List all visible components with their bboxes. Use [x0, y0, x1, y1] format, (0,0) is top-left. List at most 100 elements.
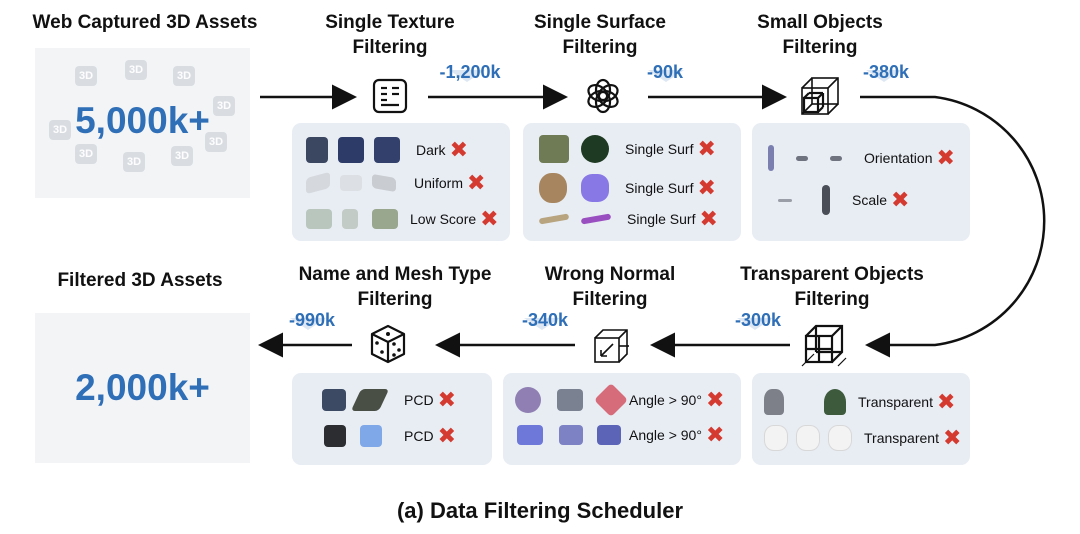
- single-surf-thumb: [580, 213, 612, 225]
- small-title-line2: Filtering: [782, 37, 858, 58]
- tile-3d: 3D: [49, 120, 71, 140]
- small-title-line1: Small Objects: [757, 12, 883, 33]
- texture-title-line1: Single Texture: [325, 12, 455, 33]
- transparent-filter-title: Transparent Objects Filtering: [712, 262, 952, 312]
- single-surf-thumb: [581, 135, 609, 163]
- reason-label: Orientation: [864, 150, 933, 166]
- transparent-title-line1: Transparent Objects: [740, 264, 924, 285]
- single-surf-thumb: [538, 213, 570, 225]
- panel-row: Orientation ✖: [768, 145, 955, 171]
- reason-label: Angle > 90°: [629, 427, 702, 443]
- mesh-title-line2: Filtering: [357, 289, 433, 310]
- uniform-thumb: [340, 175, 362, 191]
- normal-filter-title: Wrong Normal Filtering: [520, 262, 700, 312]
- web-assets-count: 5,000k+: [75, 100, 210, 141]
- reject-icon: ✖: [480, 206, 499, 231]
- transparent-delta: -300k: [734, 310, 782, 330]
- normal-delta: -340k: [521, 310, 569, 330]
- reason-label: PCD: [404, 392, 434, 408]
- dark-thumb: [306, 137, 328, 163]
- tile-3d: 3D: [213, 96, 235, 116]
- texture-panel: Dark ✖ Uniform ✖ Low Score ✖: [292, 123, 510, 241]
- delta-chevron: [290, 318, 326, 330]
- pcd-thumb: [360, 425, 382, 447]
- reason-label: Uniform: [414, 175, 464, 191]
- tile-3d: 3D: [205, 132, 227, 152]
- reason-label: Scale: [852, 192, 888, 208]
- transparent-thumb: [796, 425, 820, 451]
- delta-chevron: [737, 318, 773, 330]
- normal-thumb: [557, 389, 583, 411]
- normal-thumb: [559, 425, 583, 445]
- scale-thumb: [822, 185, 830, 215]
- arrow-small-to-transparent: [860, 95, 1046, 358]
- reject-icon: ✖: [437, 423, 456, 448]
- reason-label: Single Surf: [625, 180, 694, 196]
- panel-row: Scale ✖: [778, 185, 909, 215]
- small-delta: -380k: [862, 62, 910, 82]
- transparent-cube-icon: [801, 324, 847, 367]
- reason-label: Dark: [416, 142, 446, 158]
- lowscore-thumb: [306, 209, 332, 229]
- panel-row: Angle > 90° ✖: [515, 383, 724, 417]
- delta-chevron: [648, 70, 684, 82]
- panel-row: PCD ✖: [322, 389, 456, 411]
- single-surf-thumb: [581, 174, 609, 202]
- tile-3d: 3D: [173, 66, 195, 86]
- reject-icon: ✖: [437, 387, 456, 412]
- reject-icon: ✖: [697, 175, 716, 200]
- transparent-panel: Transparent ✖ Transparent ✖: [752, 373, 970, 465]
- reason-label: Transparent: [858, 394, 933, 410]
- dice-icon: [370, 324, 406, 364]
- transparent-thumb: [824, 389, 846, 415]
- reject-icon: ✖: [697, 136, 716, 161]
- tile-3d: 3D: [125, 60, 147, 80]
- lowscore-thumb: [342, 209, 358, 229]
- surface-delta: -90k: [646, 62, 684, 82]
- texture-grid-icon: [372, 78, 408, 114]
- reject-icon: ✖: [467, 170, 486, 195]
- normal-title-line2: Filtering: [572, 289, 648, 310]
- texture-filter-title: Single Texture Filtering: [300, 10, 480, 60]
- mesh-delta: -990k: [288, 310, 336, 330]
- web-assets-box: 3D 3D 3D 3D 3D 3D 3D 3D 3D 5,000k+: [35, 48, 250, 198]
- tile-3d: 3D: [75, 66, 97, 86]
- normal-title-line1: Wrong Normal: [544, 264, 676, 285]
- transparent-thumb: [764, 425, 788, 451]
- reject-icon: ✖: [942, 425, 962, 450]
- dark-thumb: [374, 137, 400, 163]
- panel-row: Transparent ✖: [764, 389, 955, 415]
- reject-icon: ✖: [449, 137, 468, 162]
- orientation-thumb: [830, 155, 842, 161]
- reason-label: Transparent: [864, 430, 939, 446]
- mesh-title-line1: Name and Mesh Type: [298, 264, 492, 285]
- panel-row: Uniform ✖: [306, 170, 486, 195]
- texture-delta: -1,200k: [439, 62, 501, 82]
- tile-3d: 3D: [75, 144, 97, 164]
- reject-icon: ✖: [936, 145, 955, 170]
- delta-chevron: [449, 70, 485, 82]
- delta-chevron: [866, 70, 902, 82]
- uniform-thumb: [372, 173, 396, 193]
- dark-thumb: [338, 137, 364, 163]
- filtered-assets-title: Filtered 3D Assets: [57, 270, 223, 291]
- tile-3d: 3D: [123, 152, 145, 172]
- panel-row: Dark ✖: [306, 137, 468, 163]
- panel-row: Angle > 90° ✖: [517, 424, 724, 446]
- surface-title-line1: Single Surface: [534, 12, 666, 33]
- panel-row: Single Surf ✖: [539, 173, 716, 203]
- orientation-thumb: [768, 145, 774, 171]
- scale-thumb: [778, 198, 792, 202]
- transparent-thumb: [828, 425, 852, 451]
- surface-panel: Single Surf ✖ Single Surf ✖ Single Surf …: [523, 123, 741, 241]
- surface-knot-icon: [587, 78, 619, 114]
- transparent-title-line2: Filtering: [794, 289, 870, 310]
- normal-cube-icon: [594, 329, 629, 363]
- mesh-panel: PCD ✖ PCD ✖: [292, 373, 492, 465]
- panel-row: Single Surf ✖: [539, 135, 716, 163]
- surface-title-line2: Filtering: [562, 37, 638, 58]
- delta-chevron: [524, 318, 560, 330]
- pcd-thumb: [350, 389, 390, 411]
- pcd-thumb: [322, 389, 346, 411]
